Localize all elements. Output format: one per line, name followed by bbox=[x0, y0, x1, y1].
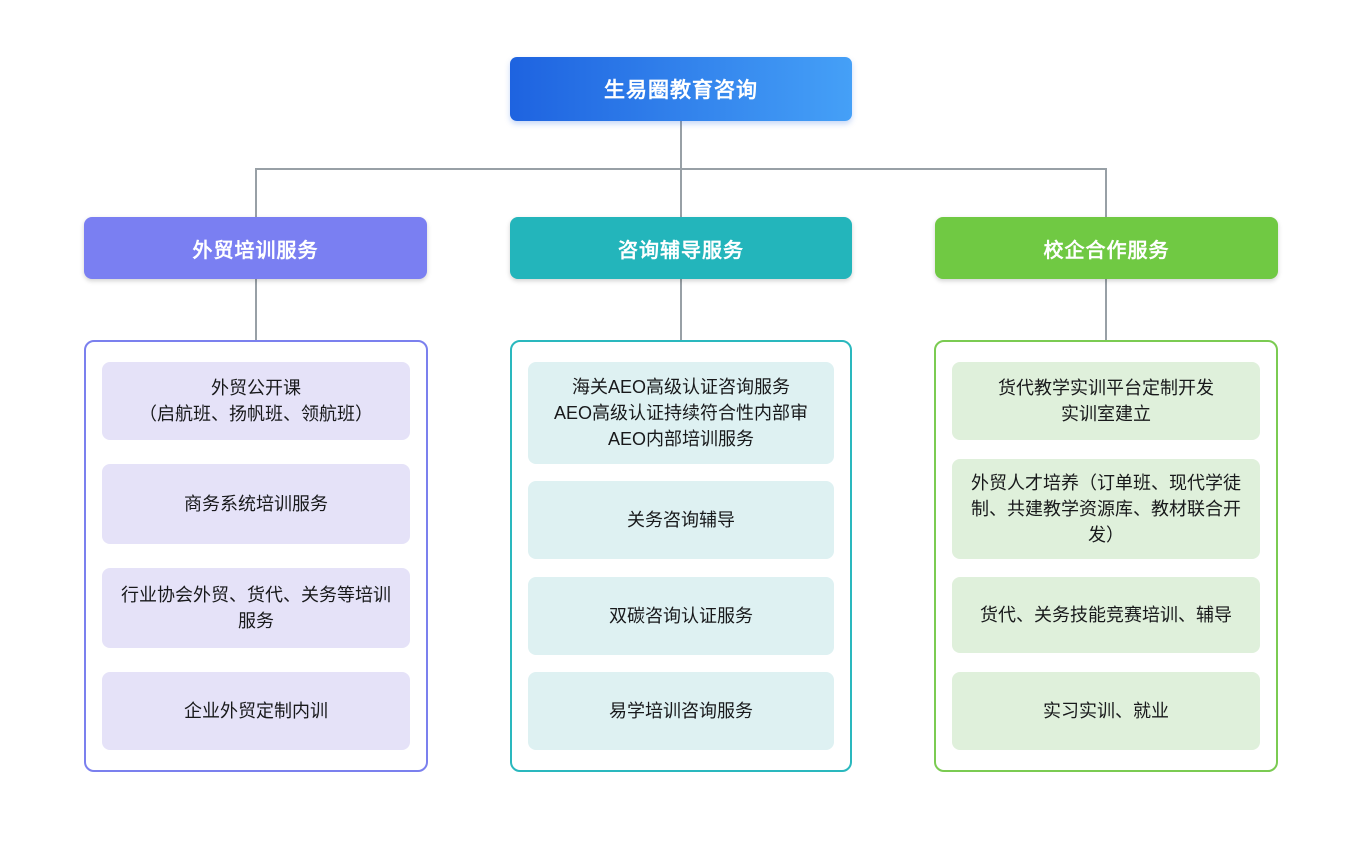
branch-box-consulting: 海关AEO高级认证咨询服务 AEO高级认证持续符合性内部审 AEO内部培训服务 … bbox=[510, 340, 852, 772]
connector-drop-branch-1 bbox=[255, 168, 257, 217]
leaf-node[interactable]: 商务系统培训服务 bbox=[102, 464, 410, 544]
branch-header-label: 校企合作服务 bbox=[1043, 239, 1170, 262]
connector-branch-2-children bbox=[680, 279, 682, 340]
leaf-label: 海关AEO高级认证咨询服务 AEO高级认证持续符合性内部审 AEO内部培训服务 bbox=[553, 377, 808, 449]
leaf-label: 关务咨询辅导 bbox=[627, 510, 735, 531]
leaf-node[interactable]: 实习实训、就业 bbox=[952, 671, 1260, 750]
branch-header-label: 咨询辅导服务 bbox=[618, 239, 744, 262]
branch-header-label: 外贸培训服务 bbox=[192, 239, 319, 262]
leaf-node[interactable]: 易学培训咨询服务 bbox=[528, 671, 834, 750]
connector-drop-branch-3 bbox=[1105, 168, 1107, 217]
leaf-node[interactable]: 企业外贸定制内训 bbox=[102, 672, 410, 750]
leaf-label: 实习实训、就业 bbox=[1043, 700, 1169, 721]
leaf-node[interactable]: 外贸人才培养（订单班、现代学徒制、共建教学资源库、教材联合开发） bbox=[952, 458, 1260, 559]
connector-drop-branch-2 bbox=[680, 168, 682, 217]
leaf-node[interactable]: 货代、关务技能竞赛培训、辅导 bbox=[952, 577, 1260, 654]
leaf-node[interactable]: 行业协会外贸、货代、关务等培训服务 bbox=[102, 568, 410, 648]
leaf-label: 外贸人才培养（订单班、现代学徒制、共建教学资源库、教材联合开发） bbox=[971, 472, 1241, 545]
leaf-label: 企业外贸定制内训 bbox=[184, 701, 328, 721]
connector-branch-3-children bbox=[1105, 279, 1107, 340]
leaf-label: 货代、关务技能竞赛培训、辅导 bbox=[980, 605, 1232, 626]
root-node-label: 生易圈教育咨询 bbox=[604, 79, 758, 102]
leaf-node[interactable]: 海关AEO高级认证咨询服务 AEO高级认证持续符合性内部审 AEO内部培训服务 bbox=[528, 362, 834, 464]
branch-header-trade-training[interactable]: 外贸培训服务 bbox=[84, 217, 427, 279]
leaf-label: 货代教学实训平台定制开发 实训室建立 bbox=[998, 378, 1214, 424]
branch-box-trade-training: 外贸公开课 （启航班、扬帆班、领航班） 商务系统培训服务 行业协会外贸、货代、关… bbox=[84, 340, 428, 772]
branch-header-consulting[interactable]: 咨询辅导服务 bbox=[510, 217, 852, 279]
leaf-label: 双碳咨询认证服务 bbox=[609, 605, 753, 626]
connector-root-trunk bbox=[680, 121, 682, 169]
branch-box-school-enterprise: 货代教学实训平台定制开发 实训室建立 外贸人才培养（订单班、现代学徒制、共建教学… bbox=[934, 340, 1278, 772]
leaf-node[interactable]: 关务咨询辅导 bbox=[528, 481, 834, 560]
branch-header-school-enterprise[interactable]: 校企合作服务 bbox=[935, 217, 1278, 279]
connector-branch-1-children bbox=[255, 279, 257, 340]
leaf-node[interactable]: 外贸公开课 （启航班、扬帆班、领航班） bbox=[102, 362, 410, 440]
leaf-label: 商务系统培训服务 bbox=[184, 494, 328, 514]
leaf-node[interactable]: 货代教学实训平台定制开发 实训室建立 bbox=[952, 362, 1260, 440]
leaf-label: 易学培训咨询服务 bbox=[609, 700, 753, 721]
root-node[interactable]: 生易圈教育咨询 bbox=[510, 57, 852, 121]
leaf-node[interactable]: 双碳咨询认证服务 bbox=[528, 576, 834, 655]
leaf-label: 外贸公开课 （启航班、扬帆班、领航班） bbox=[139, 378, 373, 424]
leaf-label: 行业协会外贸、货代、关务等培训服务 bbox=[121, 585, 391, 631]
